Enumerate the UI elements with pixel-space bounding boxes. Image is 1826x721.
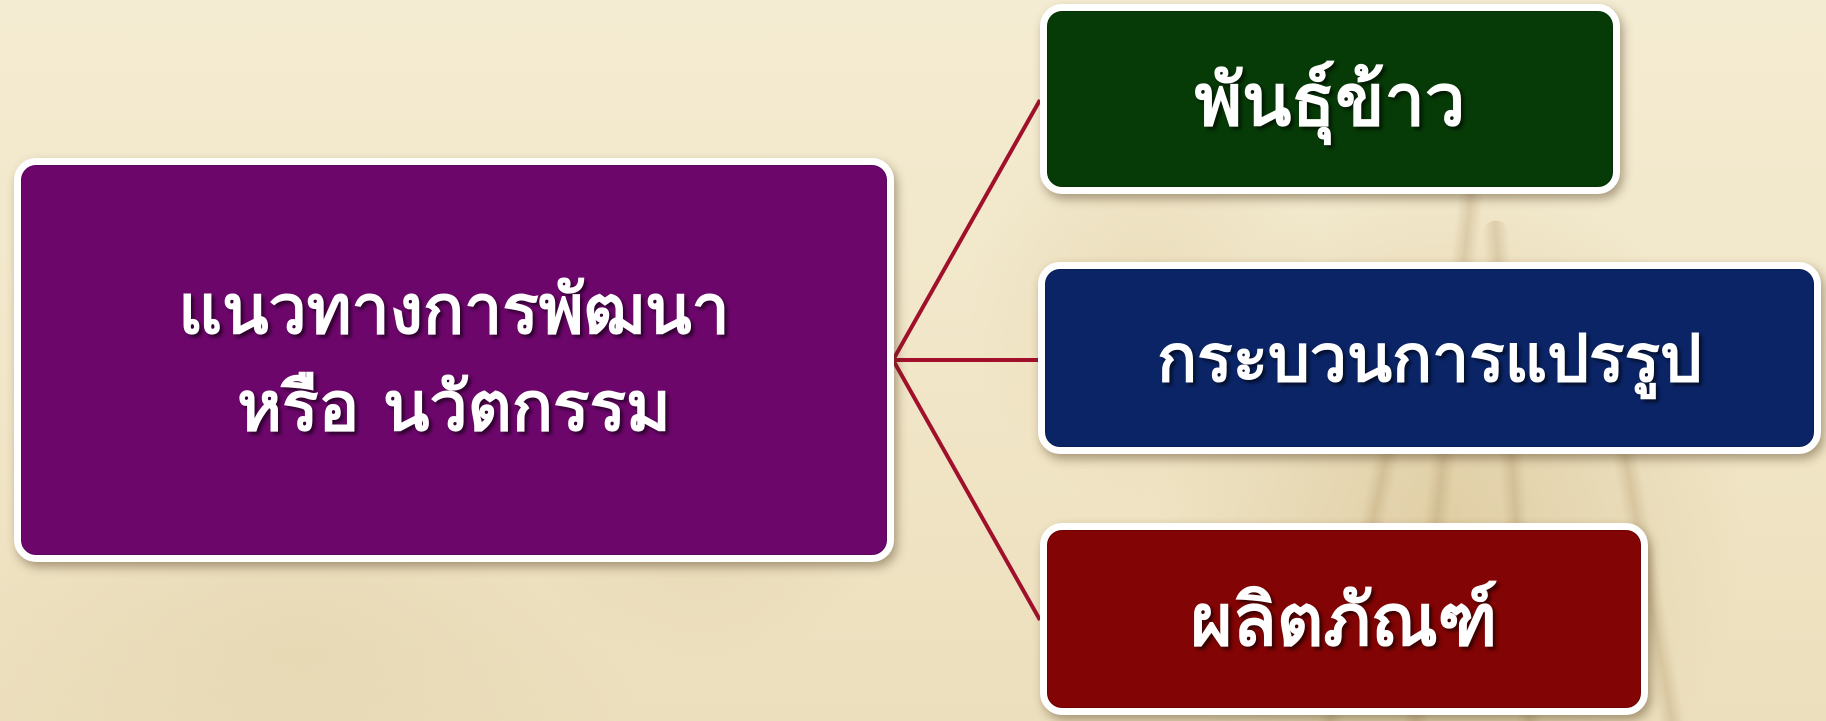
- connector-to-rice: [891, 99, 1042, 361]
- central-node-line1: แนวทางการพัฒนา: [178, 271, 730, 351]
- central-node: แนวทางการพัฒนา หรือ นวัตกรรม: [14, 158, 894, 562]
- branch-processing: กระบวนการแปรรูป: [1038, 262, 1821, 454]
- central-node-line2: หรือ นวัตกรรม: [237, 368, 671, 447]
- branch-products-label: ผลิตภัณฑ์: [1190, 577, 1498, 662]
- branch-rice-varieties-label: พันธุ์ข้าว: [1194, 57, 1466, 142]
- branch-products: ผลิตภัณฑ์: [1040, 523, 1648, 715]
- connector-to-product: [891, 359, 1042, 621]
- branch-rice-varieties: พันธุ์ข้าว: [1040, 4, 1620, 194]
- branch-processing-label: กระบวนการแปรรูป: [1157, 319, 1702, 397]
